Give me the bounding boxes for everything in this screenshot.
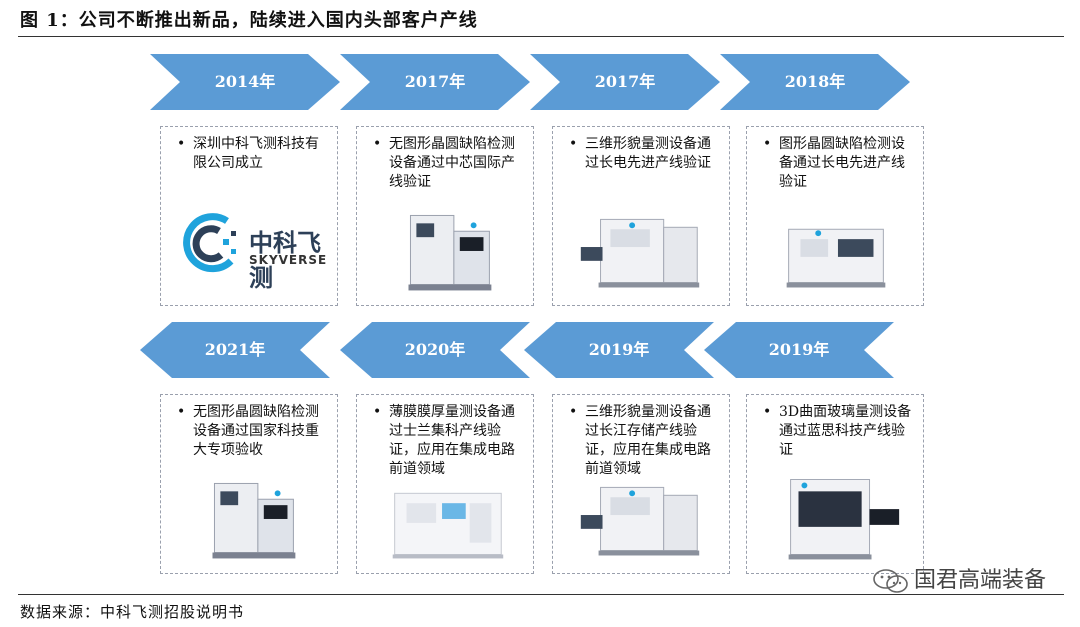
milestone-text: 无图形晶圆缺陷检测设备通过中芯国际产线验证 xyxy=(373,135,525,192)
inspection-machine-image xyxy=(761,201,909,297)
metrology-machine-image xyxy=(567,201,715,297)
skyverse-logo-icon xyxy=(183,213,236,273)
logo-chinese-name: 中科飞测 xyxy=(249,229,321,292)
arrow-left-icon xyxy=(140,322,330,378)
film-thickness-machine-image xyxy=(371,469,519,565)
arrow-right-icon xyxy=(530,54,720,110)
arrow-left-icon xyxy=(524,322,714,378)
inspection-machine-image xyxy=(175,469,323,565)
arrow-year-label: 2017年 xyxy=(404,72,466,91)
wechat-icon xyxy=(873,569,908,593)
arrow-year-label: 2020年 xyxy=(404,340,466,359)
source-divider xyxy=(18,594,1064,595)
arrow-year-label: 2019年 xyxy=(588,340,650,359)
timeline-arrow-2017a: 2017年 xyxy=(340,54,530,110)
milestone-text: 薄膜膜厚量测设备通过士兰集科产线验证，应用在集成电路前道领域 xyxy=(373,403,525,479)
timeline-arrow-2017b: 2017年 xyxy=(530,54,720,110)
timeline-arrow-2020: 2020年 xyxy=(340,322,530,378)
glass-metrology-machine-image xyxy=(761,469,909,565)
logo-english-name: SKYVERSE xyxy=(249,253,328,267)
arrow-left-icon xyxy=(340,322,530,378)
milestone-card-2021: 无图形晶圆缺陷检测设备通过国家科技重大专项验收 xyxy=(160,394,338,574)
arrow-right-icon xyxy=(150,54,340,110)
watermark-text: 国君高端装备 xyxy=(913,568,1046,593)
arrow-year-label: 2019年 xyxy=(768,340,830,359)
milestone-text: 深圳中科飞测科技有限公司成立 xyxy=(177,135,329,173)
timeline-arrow-2019b: 2019年 xyxy=(704,322,894,378)
arrow-year-label: 2021年 xyxy=(204,340,266,359)
arrow-year-label: 2018年 xyxy=(784,72,846,91)
milestone-text: 3D曲面玻璃量测设备通过蓝思科技产线验证 xyxy=(763,403,915,460)
timeline-arrow-2018: 2018年 xyxy=(720,54,910,110)
milestone-text: 三维形貌量测设备通过长电先进产线验证 xyxy=(569,135,721,173)
milestone-card-2017a: 无图形晶圆缺陷检测设备通过中芯国际产线验证 xyxy=(356,126,534,306)
milestone-card-2019a: 三维形貌量测设备通过长江存储产线验证，应用在集成电路前道领域 xyxy=(552,394,730,574)
milestone-text: 无图形晶圆缺陷检测设备通过国家科技重大专项验收 xyxy=(177,403,329,460)
company-logo: 中科飞测 SKYVERSE xyxy=(179,209,328,292)
title-divider xyxy=(18,36,1064,37)
timeline-arrow-2019a: 2019年 xyxy=(524,322,714,378)
milestone-text: 图形晶圆缺陷检测设备通过长电先进产线验证 xyxy=(763,135,915,192)
inspection-machine-image xyxy=(371,201,519,297)
milestone-card-2017b: 三维形貌量测设备通过长电先进产线验证 xyxy=(552,126,730,306)
metrology-machine-image xyxy=(567,469,715,565)
arrow-right-icon xyxy=(340,54,530,110)
arrow-year-label: 2014年 xyxy=(214,72,276,91)
timeline-arrow-2014: 2014年 xyxy=(150,54,340,110)
milestone-text: 三维形貌量测设备通过长江存储产线验证，应用在集成电路前道领域 xyxy=(569,403,721,479)
milestone-card-2014: 深圳中科飞测科技有限公司成立 中科飞测 SKYVERSE xyxy=(160,126,338,306)
timeline-arrow-2021: 2021年 xyxy=(140,322,330,378)
figure-title: 图 1：公司不断推出新品，陆续进入国内头部客户产线 xyxy=(20,10,478,31)
arrow-right-icon xyxy=(720,54,910,110)
watermark: 国君高端装备 xyxy=(872,562,1046,594)
arrow-year-label: 2017年 xyxy=(594,72,656,91)
milestone-card-2019b: 3D曲面玻璃量测设备通过蓝思科技产线验证 xyxy=(746,394,924,574)
data-source: 数据来源：中科飞测招股说明书 xyxy=(20,603,245,621)
milestone-card-2018: 图形晶圆缺陷检测设备通过长电先进产线验证 xyxy=(746,126,924,306)
arrow-left-icon xyxy=(704,322,894,378)
milestone-card-2020: 薄膜膜厚量测设备通过士兰集科产线验证，应用在集成电路前道领域 xyxy=(356,394,534,574)
